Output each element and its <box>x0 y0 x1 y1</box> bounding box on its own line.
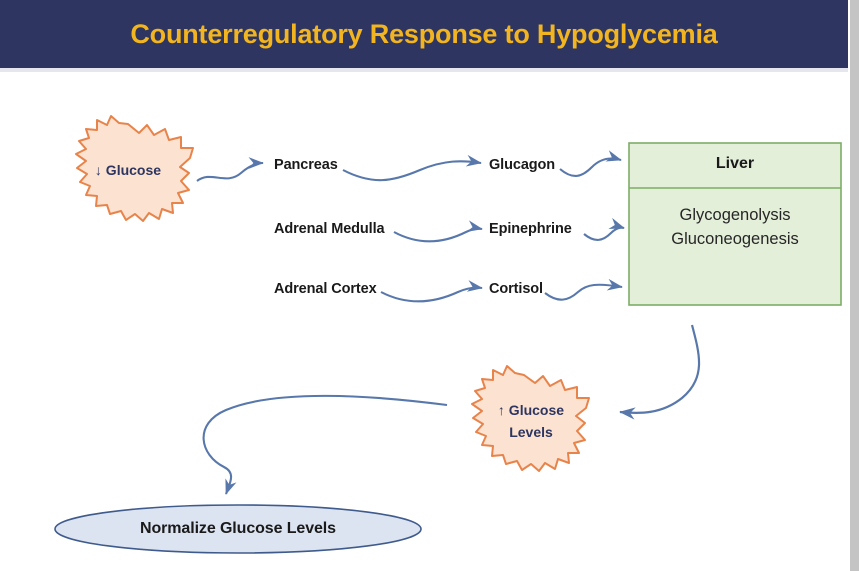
arrow-medulla-to-epinephrine <box>393 220 483 243</box>
liver-box-body-line-2: Gluconeogenesis <box>671 230 799 248</box>
outcome-ellipse-label: Normalize Glucose Levels <box>140 520 336 537</box>
trigger-burst-label: ↓ Glucose <box>94 162 162 178</box>
vertical-scrollbar-thumb[interactable] <box>850 0 859 571</box>
vertical-scrollbar-track[interactable] <box>849 0 860 571</box>
result-burst-label-line-1: ↑ Glucose <box>497 402 565 418</box>
arrow-burst-to-pancreas <box>196 157 264 182</box>
arrow-cortex-to-cortisol <box>380 280 483 303</box>
arrow-cortisol-to-liver <box>544 278 623 301</box>
liver-box-body-line-1: Glycogenolysis <box>679 206 791 224</box>
liver-box-shape <box>628 142 842 306</box>
arrow-pancreas-to-glucagon <box>342 154 482 182</box>
hormone-label-epinephrine: Epinephrine <box>489 221 572 237</box>
hormone-label-cortisol: Cortisol <box>489 281 543 297</box>
hormone-label-glucagon: Glucagon <box>489 157 556 173</box>
liver-box-header: Liver <box>715 155 755 172</box>
arrow-epinephrine-to-liver <box>583 217 625 241</box>
arrow-liver-to-glucose-levels <box>619 324 701 420</box>
trigger-burst-shape <box>75 115 194 222</box>
outcome-ellipse-shape <box>54 504 422 554</box>
organ-label-adrenal-medulla: Adrenal Medulla <box>274 221 385 237</box>
title-banner <box>0 0 848 68</box>
page-title: Counterregulatory Response to Hypoglycem… <box>130 18 718 49</box>
arrow-glucose-levels-to-normalize <box>202 394 448 495</box>
title-banner-underline <box>0 68 848 72</box>
organ-label-adrenal-cortex: Adrenal Cortex <box>274 281 377 297</box>
result-burst-shape <box>471 365 590 472</box>
organ-label-pancreas: Pancreas <box>274 157 338 173</box>
arrow-glucagon-to-liver <box>559 150 622 177</box>
result-burst-label-line-2: Levels <box>509 424 553 440</box>
